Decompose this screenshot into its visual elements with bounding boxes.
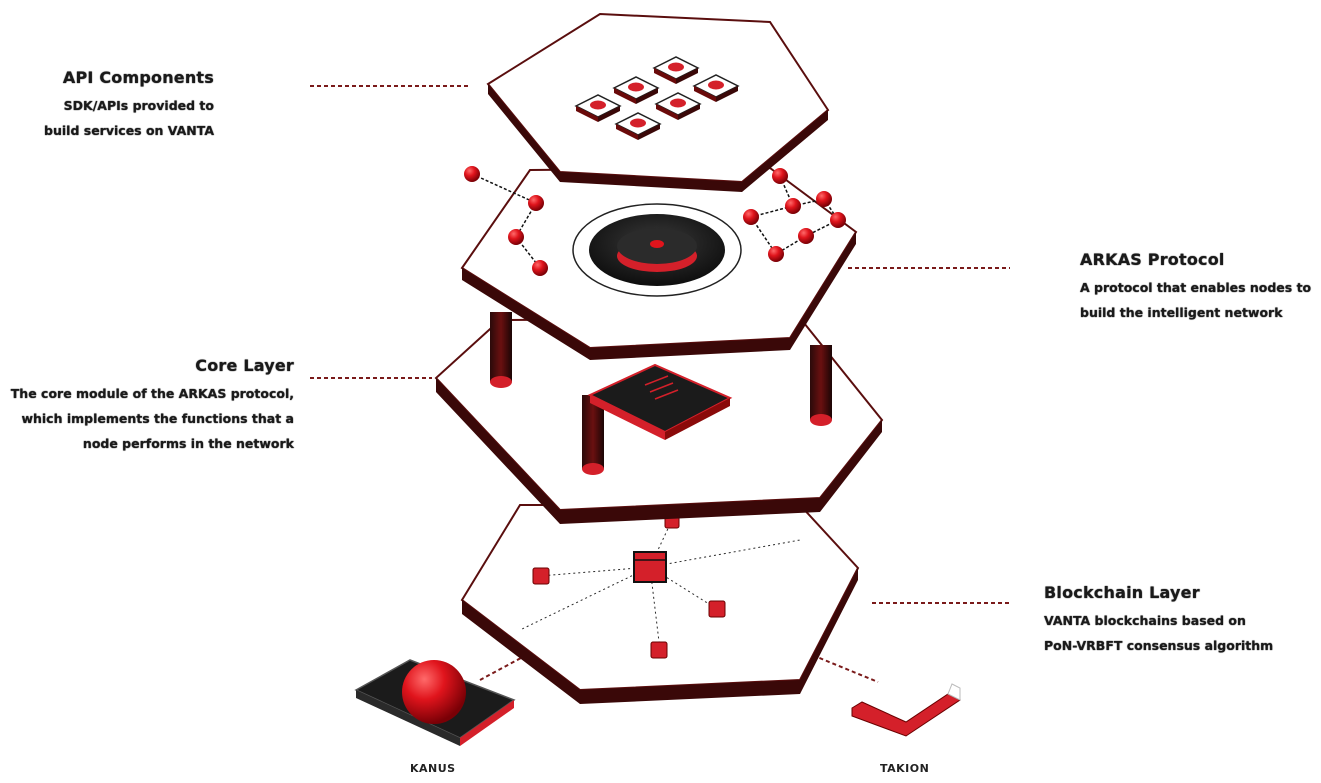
api-key xyxy=(612,76,660,104)
protocol-disk xyxy=(572,203,742,297)
support-pillars xyxy=(490,312,832,475)
takion-caption: TAKION xyxy=(880,762,930,775)
api-components-label: API Components SDK/APIs provided to buil… xyxy=(20,68,214,143)
network-node-spheres xyxy=(464,166,846,276)
chip-icon xyxy=(587,363,733,440)
connector-kanus xyxy=(479,644,546,681)
blockchain-layer-platform xyxy=(460,504,860,704)
description-line: A protocol that enables nodes to xyxy=(1080,280,1312,295)
core-layer-title: Core Layer xyxy=(195,356,294,375)
core-layer-description: The core module of the ARKAS protocol, w… xyxy=(4,381,294,456)
description-line: build services on VANTA xyxy=(44,123,214,138)
arkas-protocol-label: ARKAS Protocol A protocol that enables n… xyxy=(1080,250,1320,325)
blockchain-layer-description: VANTA blockchains based on PoN-VRBFT con… xyxy=(1044,608,1304,658)
description-line: PoN-VRBFT consensus algorithm xyxy=(1044,638,1274,653)
central-block-cube xyxy=(633,551,667,583)
api-key xyxy=(574,94,622,122)
arkas-protocol-title: ARKAS Protocol xyxy=(1080,250,1225,269)
api-components-description: SDK/APIs provided to build services on V… xyxy=(20,93,214,143)
description-line: The core module of the ARKAS protocol, xyxy=(10,386,294,401)
takion-device-icon xyxy=(851,683,961,737)
api-key xyxy=(614,112,662,140)
api-key xyxy=(652,56,700,84)
api-components-platform xyxy=(486,12,830,192)
description-line: which implements the functions that a xyxy=(21,411,294,426)
api-key xyxy=(692,74,740,102)
core-layer-platform xyxy=(434,312,884,524)
core-layer-label: Core Layer The core module of the ARKAS … xyxy=(4,356,294,456)
description-line: SDK/APIs provided to xyxy=(63,98,214,113)
api-button-grid xyxy=(574,56,740,140)
description-line: VANTA blockchains based on xyxy=(1044,613,1246,628)
kanus-caption: KANUS xyxy=(410,762,456,775)
blockchain-layer-label: Blockchain Layer VANTA blockchains based… xyxy=(1044,583,1304,658)
arkas-protocol-platform xyxy=(460,166,858,360)
arkas-protocol-description: A protocol that enables nodes to build t… xyxy=(1080,275,1320,325)
api-key xyxy=(654,92,702,120)
api-components-title: API Components xyxy=(62,68,214,87)
description-line: build the intelligent network xyxy=(1080,305,1283,320)
description-line: node performs in the network xyxy=(82,436,294,451)
kanus-device-icon xyxy=(354,659,516,746)
blockchain-layer-title: Blockchain Layer xyxy=(1044,583,1200,602)
